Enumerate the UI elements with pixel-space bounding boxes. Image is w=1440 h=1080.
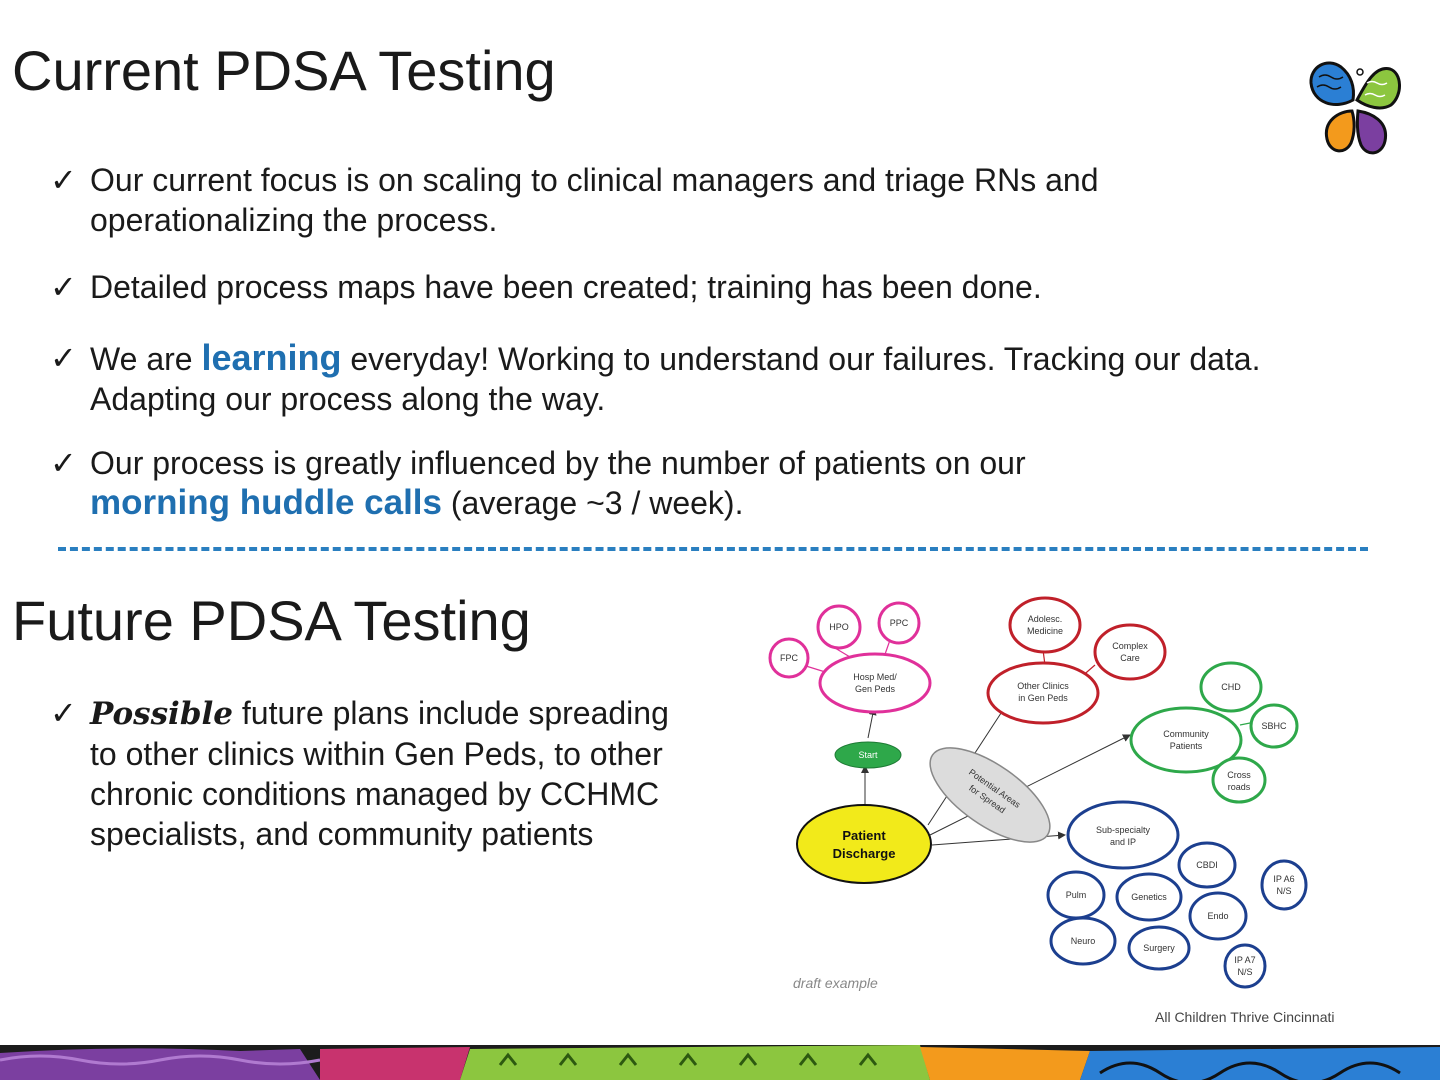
bullet-text-post: (average ~3 / week). xyxy=(441,485,744,521)
section-divider xyxy=(58,547,1368,551)
node-other-clinics-label-1: Other Clinics xyxy=(1017,681,1069,691)
check-icon: ✓ xyxy=(50,162,77,198)
bullet-future-plans: ✓ Possible future plans include spreadin… xyxy=(50,693,710,854)
node-surgery xyxy=(1127,925,1191,971)
node-hosp-med-label-1: Hosp Med/ xyxy=(853,672,897,682)
node-subspecialty xyxy=(1066,800,1180,870)
node-hosp-med xyxy=(818,652,932,714)
node-fpc-label: FPC xyxy=(780,653,799,663)
node-endo-label: Endo xyxy=(1207,911,1228,921)
node-complex-label-2: Care xyxy=(1120,653,1140,663)
node-adolesc-label-1: Adolesc. xyxy=(1028,614,1063,624)
node-potential-areas xyxy=(929,747,1051,843)
bullet-text: Our current focus is on scaling to clini… xyxy=(90,162,1099,238)
node-other-clinics xyxy=(986,661,1100,725)
decorative-color-band xyxy=(0,1045,1440,1080)
bullet-current-focus: ✓ Our current focus is on scaling to cli… xyxy=(50,160,1290,240)
node-other-clinics-label-2: in Gen Peds xyxy=(1018,693,1068,703)
bullet-text-post: everyday! Working to understand our fail… xyxy=(90,341,1261,417)
node-chd xyxy=(1199,661,1263,713)
future-pdsa-title: Future PDSA Testing xyxy=(12,589,531,652)
node-hpo xyxy=(816,604,862,650)
node-ipa6-label-2: N/S xyxy=(1276,886,1291,896)
node-patient-discharge-label-2: Discharge xyxy=(833,846,896,861)
node-complex-label-1: Complex xyxy=(1112,641,1148,651)
node-community-label-1: Community xyxy=(1163,729,1209,739)
node-patient-discharge xyxy=(796,804,932,884)
node-adolesc-medicine xyxy=(1008,596,1082,654)
bullet-text-pre: We are xyxy=(90,341,202,377)
node-ipa7-label-1: IP A7 xyxy=(1234,955,1255,965)
check-icon: ✓ xyxy=(50,269,77,305)
node-ppc-label: PPC xyxy=(890,618,909,628)
node-sbhc xyxy=(1249,703,1299,749)
node-patient-discharge-label-1: Patient xyxy=(842,828,886,843)
diagram-caption: draft example xyxy=(793,975,878,991)
node-cbdi-label: CBDI xyxy=(1196,860,1218,870)
bullet-text-pre: Our process is greatly influenced by the… xyxy=(90,445,1026,481)
emphasis-possible: Possible xyxy=(90,696,234,732)
node-cross-label-1: Cross xyxy=(1227,770,1251,780)
butterfly-logo xyxy=(1309,61,1401,155)
bullet-text: We are learning everyday! Working to und… xyxy=(90,338,1290,419)
node-start xyxy=(834,741,902,769)
node-genetics-label: Genetics xyxy=(1131,892,1167,902)
bullet-text: Our process is greatly influenced by the… xyxy=(90,443,1170,523)
node-neuro xyxy=(1049,916,1117,966)
node-subspecialty-label-2: and IP xyxy=(1110,837,1136,847)
spread-diagram: HPO PPC FPC Hosp Med/ Gen Peds Start Pat… xyxy=(768,596,1308,989)
node-adolesc-label-2: Medicine xyxy=(1027,626,1063,636)
node-subspecialty-label-1: Sub-specialty xyxy=(1096,825,1151,835)
node-complex-care xyxy=(1093,623,1167,681)
node-ip-a7 xyxy=(1223,943,1267,989)
node-hpo-label: HPO xyxy=(829,622,849,632)
node-ppc xyxy=(877,601,921,645)
bullet-text: Detailed process maps have been created;… xyxy=(90,269,1042,305)
emphasis-huddle-calls: morning huddle calls xyxy=(90,483,442,522)
node-fpc xyxy=(768,637,810,679)
current-pdsa-title: Current PDSA Testing xyxy=(12,39,556,102)
node-community-patients xyxy=(1129,706,1243,774)
bullet-process-maps: ✓ Detailed process maps have been create… xyxy=(50,267,1290,307)
node-sbhc-label: SBHC xyxy=(1261,721,1287,731)
footer-credit: All Children Thrive Cincinnati xyxy=(1155,1009,1335,1025)
bullet-text: Possible future plans include spreading … xyxy=(90,693,690,854)
node-endo xyxy=(1188,891,1248,941)
node-hosp-med-label-2: Gen Peds xyxy=(855,684,896,694)
check-icon: ✓ xyxy=(50,695,77,731)
node-genetics xyxy=(1115,872,1183,922)
bullet-learning: ✓ We are learning everyday! Working to u… xyxy=(50,338,1290,419)
node-ipa6-label-1: IP A6 xyxy=(1273,874,1294,884)
node-chd-label: CHD xyxy=(1221,682,1241,692)
check-icon: ✓ xyxy=(50,445,77,481)
node-start-label: Start xyxy=(858,750,878,760)
node-neuro-label: Neuro xyxy=(1071,936,1096,946)
node-community-label-2: Patients xyxy=(1170,741,1203,751)
node-ip-a6 xyxy=(1260,859,1308,911)
bullet-text-post: future plans include spreading to other … xyxy=(90,695,669,852)
node-surgery-label: Surgery xyxy=(1143,943,1175,953)
node-cbdi xyxy=(1177,841,1237,889)
check-icon: ✓ xyxy=(50,340,77,376)
node-cross-label-2: roads xyxy=(1228,782,1251,792)
emphasis-learning: learning xyxy=(201,337,342,378)
bullet-huddle-calls: ✓ Our process is greatly influenced by t… xyxy=(50,443,1290,523)
node-crossroads xyxy=(1211,756,1267,804)
node-ipa7-label-2: N/S xyxy=(1237,967,1252,977)
node-pulm-label: Pulm xyxy=(1066,890,1087,900)
